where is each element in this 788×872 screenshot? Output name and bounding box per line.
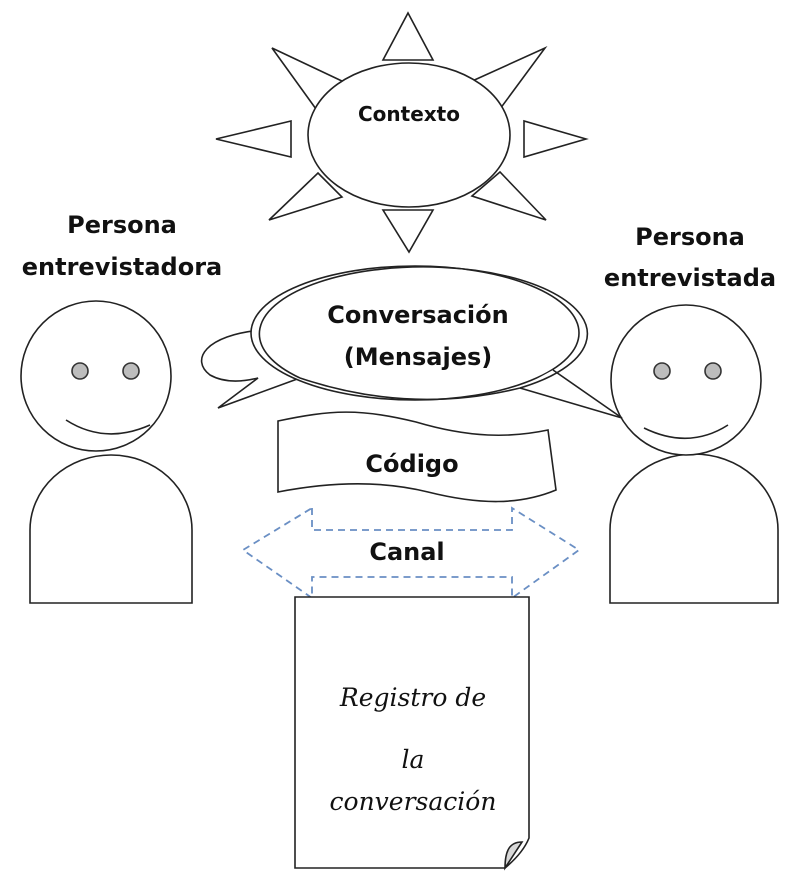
sun-ray-top [381, 11, 435, 61]
interviewee-label-line2: entrevistada [604, 264, 776, 292]
bubble-seam-cover [253, 268, 577, 398]
channel-arrow: Canal [241, 506, 581, 600]
interviewer-body [29, 454, 193, 604]
interviewee-head [610, 304, 762, 456]
interviewer-left-eye [71, 362, 89, 380]
record-page [294, 596, 530, 869]
record-page-curl [504, 841, 524, 871]
interviewee-left-eye [653, 362, 671, 380]
interviewer-label-line2: entrevistadora [22, 253, 222, 281]
sun-ray-bottom [381, 209, 435, 254]
channel-arrow-outline [241, 506, 581, 600]
interviewee-figure [609, 304, 779, 604]
bubble-right-tail [519, 369, 623, 419]
interviewee-smile [643, 424, 729, 440]
conversation-label-line1: Conversación [327, 301, 508, 329]
channel-label: Canal [369, 538, 444, 566]
sun-ray-bottom-left [268, 171, 344, 221]
interviewer-figure [20, 300, 193, 604]
context-ellipse [307, 62, 511, 208]
record-label-line2: la [402, 745, 425, 774]
sun-ray-right [523, 119, 589, 159]
interviewee-label-line1: Persona [635, 223, 745, 251]
bubble-outline-arc [258, 266, 589, 389]
sun-ray-bottom-right [470, 170, 547, 221]
record-label-line1: Registro de [339, 683, 486, 712]
record-document: Registro de la conversación [294, 596, 530, 871]
interviewer-head [20, 300, 172, 452]
interviewer-label-line1: Persona [67, 211, 177, 239]
code-label: Código [365, 450, 458, 478]
interviewee-body [609, 453, 779, 604]
code-banner-shape [277, 411, 557, 503]
interviewer-right-eye [122, 362, 140, 380]
context-label: Contexto [358, 102, 460, 126]
record-label-line3: conversación [330, 787, 497, 816]
code-banner: Código [277, 411, 557, 503]
interviewer-smile [65, 419, 151, 435]
bubble-outline-bottom [299, 377, 521, 401]
conversation-label-line2: (Mensajes) [344, 343, 492, 371]
conversation-bubble: Conversación (Mensajes) [200, 265, 623, 419]
interviewee-right-eye [704, 362, 722, 380]
sun-ray-left [215, 119, 292, 159]
